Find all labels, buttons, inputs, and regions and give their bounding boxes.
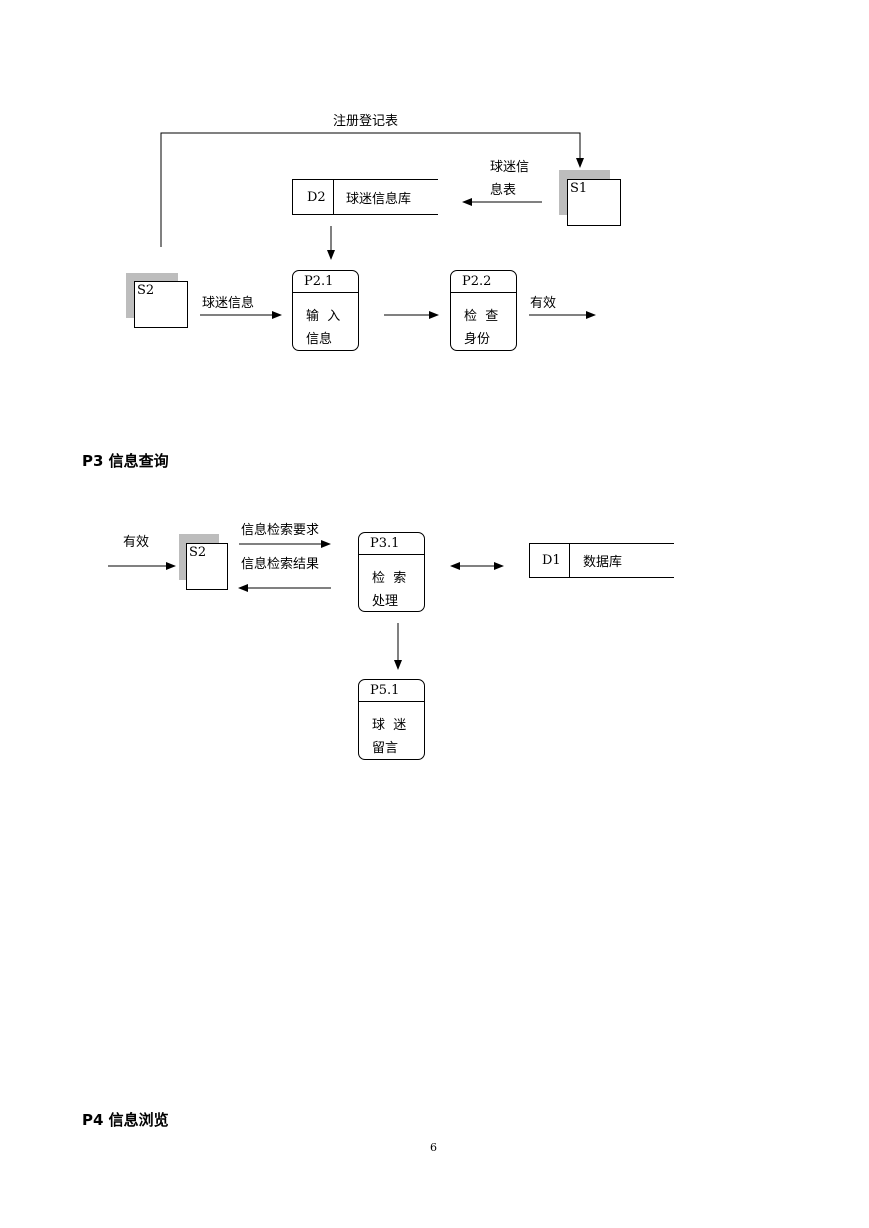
s1-label: S1 <box>570 181 588 196</box>
store-d2-id: D2 <box>307 189 326 205</box>
page-number: 6 <box>430 1141 437 1154</box>
p5-1-line1: 球 迷 <box>372 718 407 733</box>
process-p2-1: P2.1 输 入信息 <box>292 270 359 351</box>
flow-registration <box>160 132 584 247</box>
s2-label: S2 <box>137 283 155 298</box>
process-p3-1: P3.1 检 索处理 <box>358 532 425 612</box>
p3-1-id: P3.1 <box>359 533 424 555</box>
store-d2-name: 球迷信息库 <box>346 191 412 207</box>
p3-1-line1: 检 索 <box>372 571 407 586</box>
request-flow-label: 信息检索要求 <box>241 523 320 538</box>
section-heading-p4: P4 信息浏览 <box>82 1111 169 1129</box>
valid-out-label: 有效 <box>530 296 557 311</box>
p3-1-line2: 处理 <box>372 594 399 609</box>
data-store-d1: D1 数据库 <box>529 543 674 578</box>
process-p2-2: P2.2 检 查身份 <box>450 270 517 351</box>
process-p5-1: P5.1 球 迷留言 <box>358 679 425 760</box>
store-d2-divider <box>333 180 334 214</box>
p2-2-id: P2.2 <box>451 271 516 293</box>
p2-2-line2: 身份 <box>464 332 491 347</box>
p2-1-text: 输 入信息 <box>306 305 340 351</box>
store-d1-id: D1 <box>542 553 561 568</box>
section-heading-p3: P3 信息查询 <box>82 452 169 470</box>
s2-query-label: S2 <box>189 545 207 560</box>
external-entity-s1: S1 <box>567 179 621 226</box>
p5-1-text: 球 迷留言 <box>372 714 406 760</box>
fan-info-flow-label: 球迷信息 <box>202 296 255 311</box>
fan-info-table-label-line1: 球迷信 <box>490 160 530 175</box>
p2-1-line2: 信息 <box>306 332 333 347</box>
valid-in-label: 有效 <box>123 535 150 550</box>
p2-2-text: 检 查身份 <box>464 305 498 351</box>
result-flow-label: 信息检索结果 <box>241 557 320 572</box>
fan-info-table-label-line2: 息表 <box>490 183 517 198</box>
registration-flow-label: 注册登记表 <box>333 114 399 129</box>
p5-1-line2: 留言 <box>372 741 399 756</box>
p2-1-line1: 输 入 <box>306 309 341 324</box>
p3-1-text: 检 索处理 <box>372 567 406 613</box>
p2-2-line1: 检 查 <box>464 309 499 324</box>
store-d1-name: 数据库 <box>583 555 623 570</box>
external-entity-s2: S2 <box>134 281 188 328</box>
store-d1-divider <box>569 544 570 577</box>
data-store-d2: D2 球迷信息库 <box>292 179 438 215</box>
external-entity-s2-query: S2 <box>186 543 228 590</box>
p5-1-id: P5.1 <box>359 680 424 702</box>
p2-1-id: P2.1 <box>293 271 358 293</box>
